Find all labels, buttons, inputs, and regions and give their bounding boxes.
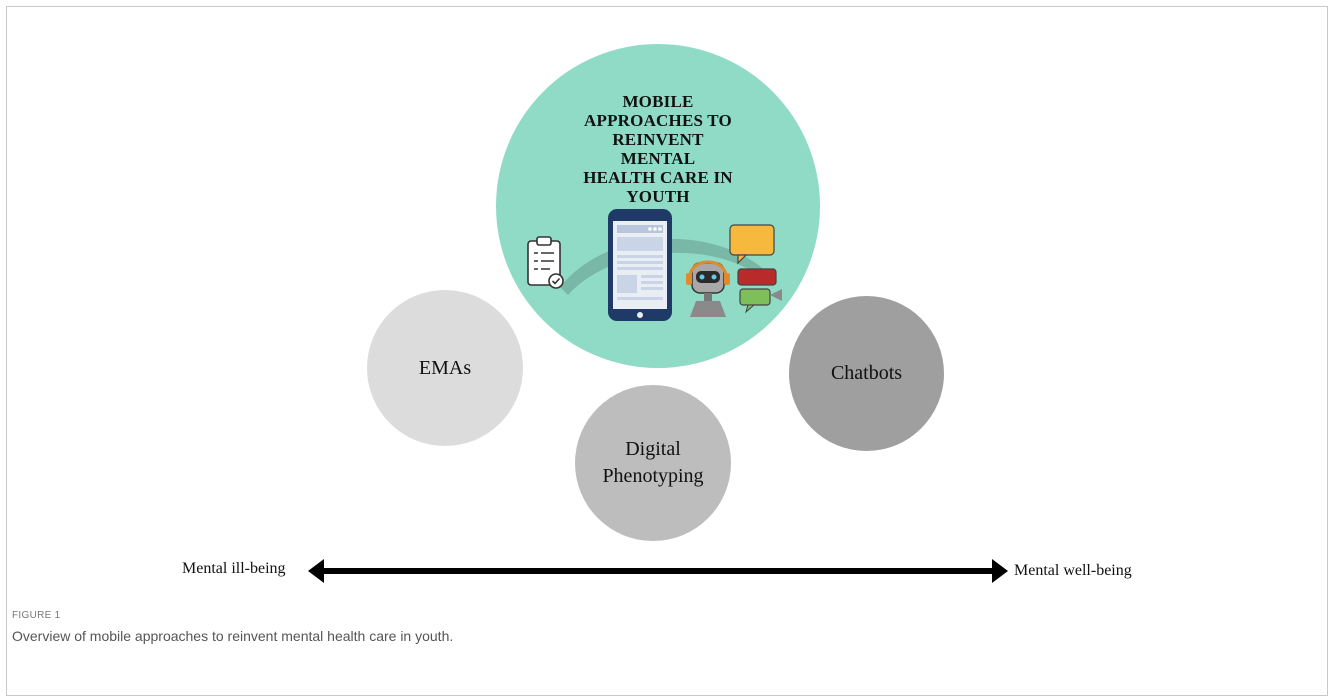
digital-label-line2: Phenotyping bbox=[602, 465, 704, 487]
robot-headset-icon bbox=[686, 260, 730, 317]
axis-right-label: Mental well-being bbox=[1014, 562, 1132, 579]
center-illustration bbox=[527, 209, 782, 321]
center-title-line: YOUTH bbox=[626, 187, 690, 206]
chatbots-circle: Chatbots bbox=[789, 296, 944, 451]
center-title-line: APPROACHES TO bbox=[584, 111, 732, 130]
center-title-line: REINVENT MENTAL bbox=[612, 130, 704, 168]
chatbots-label: Chatbots bbox=[830, 362, 903, 384]
center-title-line: HEALTH CARE IN bbox=[583, 168, 733, 187]
chat-bubbles-icon bbox=[729, 224, 782, 314]
diagram: MOBILE APPROACHES TO REINVENT MENTAL HEA… bbox=[182, 44, 1132, 583]
center-title-line: MOBILE bbox=[622, 92, 694, 111]
smartphone-app-icon bbox=[608, 209, 672, 321]
double-headed-arrow bbox=[308, 559, 1008, 583]
axis-left-label: Mental ill-being bbox=[182, 560, 286, 577]
center-title: MOBILE APPROACHES TO REINVENT MENTAL HEA… bbox=[575, 92, 741, 206]
ema-label: EMAs bbox=[418, 356, 472, 379]
digital-label-line1: Digital bbox=[625, 438, 681, 460]
ema-circle: EMAs bbox=[367, 290, 523, 446]
digital-phenotyping-circle: Digital Phenotyping bbox=[575, 385, 731, 541]
figure-caption: Overview of mobile approaches to reinven… bbox=[12, 628, 454, 644]
clipboard-checklist-icon bbox=[527, 236, 564, 289]
figure-label: FIGURE 1 bbox=[12, 610, 61, 621]
